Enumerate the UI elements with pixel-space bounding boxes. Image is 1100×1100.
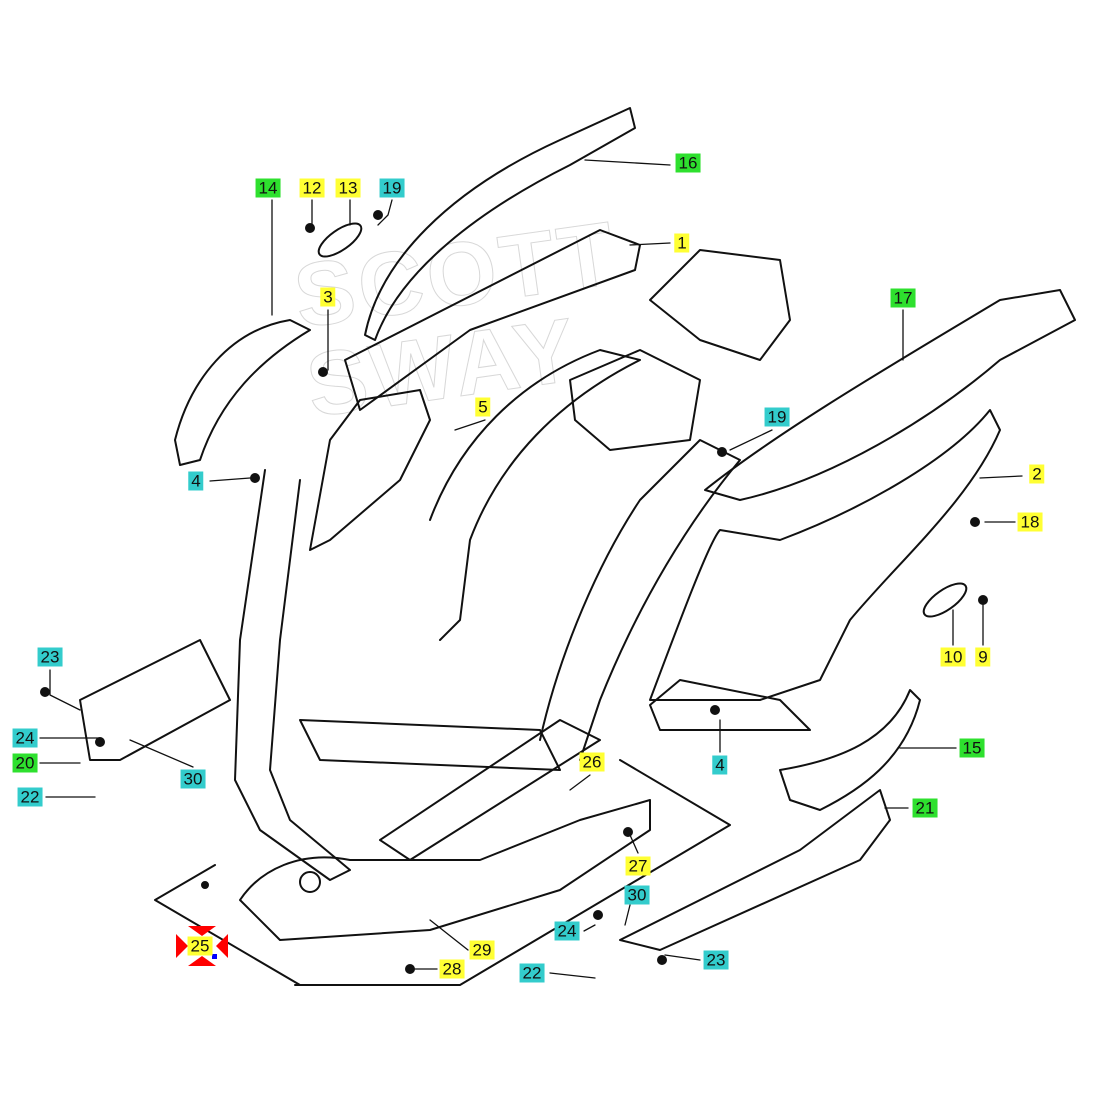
callout-label-10: 10 xyxy=(940,647,966,667)
callout-label-26: 26 xyxy=(579,752,605,772)
part-20-left-skirt xyxy=(79,639,231,761)
part-13-reflector xyxy=(317,222,363,258)
callout-label-1: 1 xyxy=(674,233,690,253)
callout-label-23: 23 xyxy=(37,647,63,667)
callout-label-30: 30 xyxy=(180,769,206,789)
part-21-right-skirt xyxy=(619,789,891,951)
part-5-inner-cover xyxy=(309,389,431,551)
callout-label-4: 4 xyxy=(712,755,728,775)
frame-tube-right xyxy=(539,439,741,761)
callout-label-22: 22 xyxy=(519,963,545,983)
callout-label-15: 15 xyxy=(959,738,985,758)
callout-label-27: 27 xyxy=(625,856,651,876)
callout-label-21: 21 xyxy=(912,798,938,818)
callout-label-28: 28 xyxy=(439,959,465,979)
callout-label-2: 2 xyxy=(1029,464,1045,484)
callout-label-20: 20 xyxy=(12,753,38,773)
callout-label-14: 14 xyxy=(255,178,281,198)
callout-label-4: 4 xyxy=(188,471,204,491)
selection-marker-icon xyxy=(176,926,228,966)
part-tail-box xyxy=(649,249,791,361)
part-2-side-panel xyxy=(649,409,1001,701)
callout-label-3: 3 xyxy=(320,287,336,307)
floor-pan-hole xyxy=(299,871,321,893)
part-16-rear-upper-cover xyxy=(364,107,636,341)
callout-label-13: 13 xyxy=(335,178,361,198)
callout-label-30: 30 xyxy=(624,885,650,905)
callout-label-9: 9 xyxy=(975,647,991,667)
callout-label-18: 18 xyxy=(1017,512,1043,532)
callout-label-5: 5 xyxy=(475,397,491,417)
frame-crossbar xyxy=(299,719,561,771)
callout-label-24: 24 xyxy=(554,921,580,941)
frame-footrest xyxy=(379,719,601,861)
part-10-reflector xyxy=(922,582,968,618)
part-15-trim xyxy=(779,689,921,811)
callout-label-12: 12 xyxy=(299,178,325,198)
leader-lines xyxy=(39,159,1023,979)
callout-label-23: 23 xyxy=(703,950,729,970)
callout-label-19: 19 xyxy=(379,178,405,198)
part-29-floor-pan xyxy=(239,799,651,941)
frame-tube-left xyxy=(234,469,351,881)
assembly-outline-floor xyxy=(154,759,731,986)
callout-label-25: 25 xyxy=(187,936,213,956)
callout-label-17: 17 xyxy=(890,288,916,308)
callout-label-29: 29 xyxy=(469,940,495,960)
screws xyxy=(40,210,988,974)
part-14-side-cover xyxy=(174,319,311,466)
callout-label-24: 24 xyxy=(12,728,38,748)
part-1-frame-cover xyxy=(344,229,641,411)
part-17-side-panel xyxy=(704,289,1076,501)
callout-label-19: 19 xyxy=(764,407,790,427)
part-4-lower-panel xyxy=(649,679,811,731)
callout-label-22: 22 xyxy=(17,787,43,807)
callout-label-16: 16 xyxy=(675,153,701,173)
part-battery-box xyxy=(569,349,701,451)
frame-tube-center xyxy=(429,349,641,641)
